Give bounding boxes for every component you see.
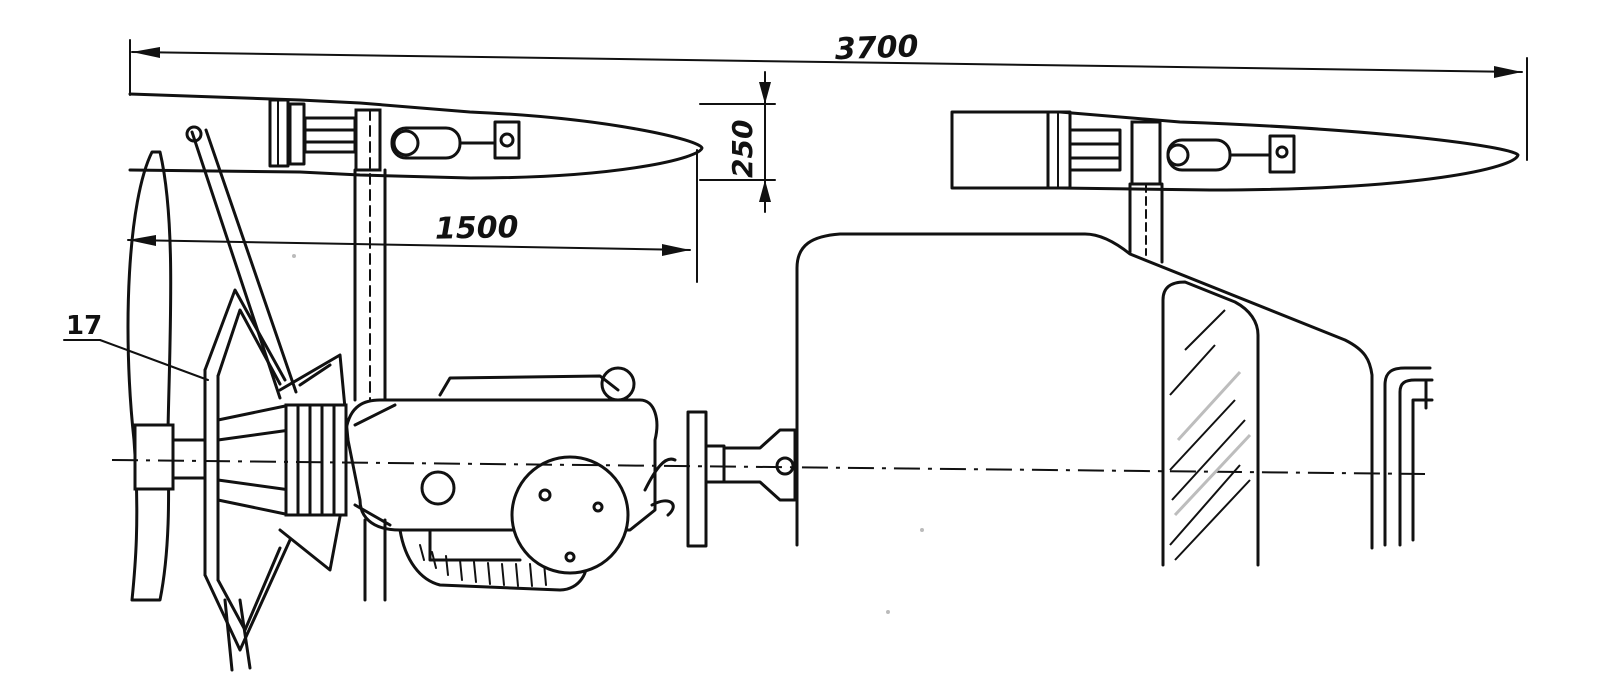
dimension-250-label: 250	[726, 120, 759, 178]
belt-pulley	[284, 403, 348, 517]
rotor-mast-right	[1128, 182, 1164, 264]
scan-speck	[886, 610, 890, 614]
dimension-blade-chord: 250	[699, 71, 776, 213]
scan-speck	[292, 254, 296, 258]
dimension-3700-label: 3700	[834, 29, 919, 67]
dimension-1500-label: 1500	[435, 210, 519, 246]
rotor-blade-right	[950, 110, 1520, 192]
dimension-rotor-radius: 1500	[127, 149, 698, 283]
callout-17-label: 17	[66, 311, 102, 341]
scan-speck	[920, 528, 924, 532]
rotor-blade-left	[128, 92, 704, 180]
centerline-axis	[111, 459, 1426, 475]
callout-17: 17	[63, 311, 209, 381]
drive-coupling	[686, 410, 797, 548]
engine	[344, 366, 677, 592]
dimension-overall-length: 3700	[129, 29, 1528, 161]
rotor-mast-left	[353, 109, 387, 602]
propeller-guard-frame	[185, 125, 350, 672]
pusher-propeller	[126, 150, 207, 602]
cabin-body	[795, 232, 1434, 567]
